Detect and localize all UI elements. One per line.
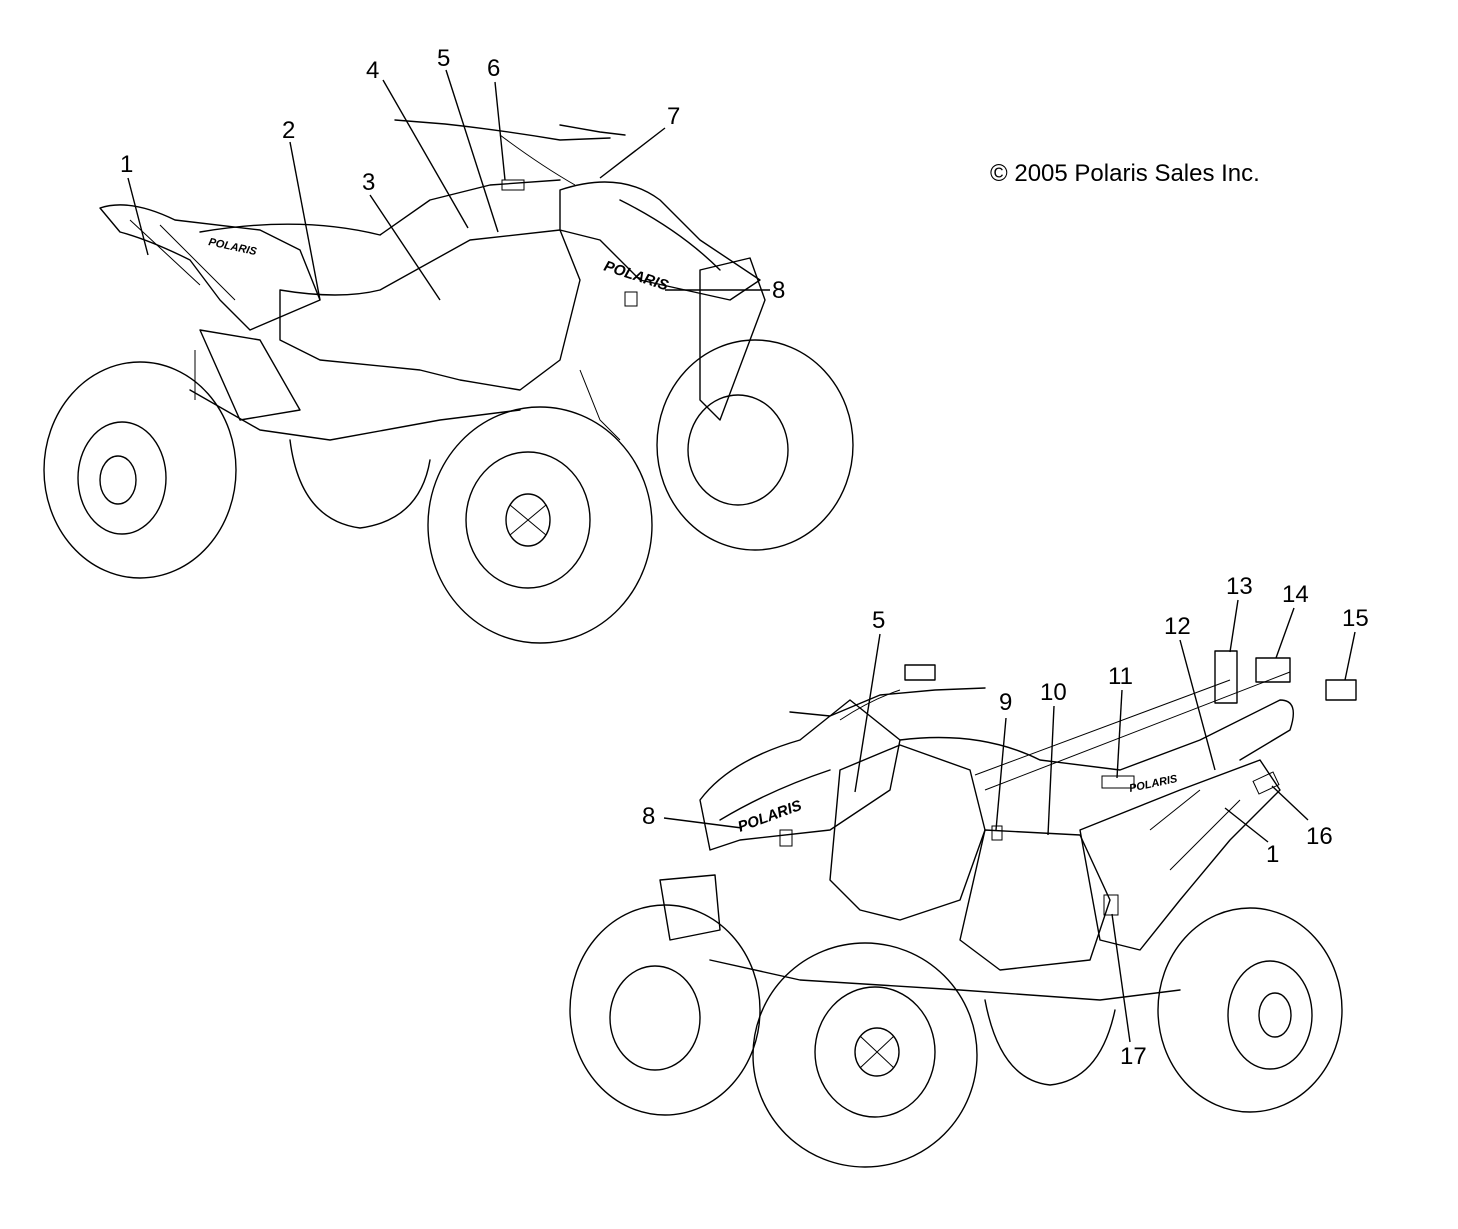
decal-box-9 — [991, 825, 1003, 841]
callout-bottom-5: 5 — [872, 607, 885, 634]
polaris-decal-front: POLARIS — [602, 258, 671, 295]
callout-bottom-8: 8 — [642, 803, 655, 830]
callout-top-5: 5 — [437, 45, 450, 72]
callout-bottom-17: 17 — [1120, 1043, 1147, 1070]
decal-box-16 — [1252, 771, 1280, 795]
callout-bottom-10: 10 — [1040, 679, 1067, 706]
callout-top-4: 4 — [366, 57, 379, 84]
atv-top-rear-wheel — [43, 361, 237, 579]
callout-top-2: 2 — [282, 117, 295, 144]
decal-box-11 — [1101, 775, 1135, 789]
callout-bottom-15: 15 — [1342, 605, 1369, 632]
polaris-decal-rear-bottom: POLARIS — [1128, 773, 1179, 795]
decal-box-15 — [1325, 679, 1357, 701]
callout-bottom-12: 12 — [1164, 613, 1191, 640]
callout-bottom-13: 13 — [1226, 573, 1253, 600]
top-callouts: 1 2 3 4 5 6 7 8 — [120, 45, 785, 304]
polaris-decal-front-bottom: POLARIS — [736, 797, 804, 836]
atv-top-front-wheel — [427, 406, 653, 644]
decal-box-13 — [1214, 650, 1238, 704]
callout-bottom-16: 16 — [1306, 823, 1333, 850]
decal-6-top — [501, 179, 525, 191]
top-callout-leaders — [127, 69, 770, 301]
atv-bottom-illustration: POLARIS POLARIS — [569, 650, 1357, 1168]
copyright-notice: © 2005 Polaris Sales Inc. — [990, 160, 1260, 187]
bottom-callout-leaders — [663, 599, 1356, 1043]
decal-box-8-bottom — [779, 829, 793, 847]
atv-bottom-far-front-wheel — [569, 904, 761, 1116]
decal-box-14 — [1255, 657, 1291, 683]
atv-bottom-rear-wheel — [1157, 907, 1343, 1113]
bottom-callouts: 5 8 9 10 11 12 13 14 15 16 1 17 — [642, 573, 1369, 1070]
callout-bottom-9: 9 — [999, 689, 1012, 716]
polaris-decal-rear: POLARIS — [207, 236, 258, 258]
atv-top-far-front-wheel — [656, 339, 854, 551]
callout-top-1: 1 — [120, 151, 133, 178]
callout-top-3: 3 — [362, 169, 375, 196]
callout-top-7: 7 — [667, 103, 680, 130]
atv-top-illustration: POLARIS POLARIS — [43, 119, 854, 644]
decal-box-17 — [1103, 894, 1119, 916]
atv-bottom-front-wheel — [752, 942, 978, 1168]
callout-bottom-1: 1 — [1266, 841, 1279, 868]
decal-square-top — [624, 291, 638, 307]
callout-top-8: 8 — [772, 277, 785, 304]
callout-top-6: 6 — [487, 55, 500, 82]
callout-bottom-14: 14 — [1282, 581, 1309, 608]
callout-bottom-11: 11 — [1108, 663, 1133, 690]
